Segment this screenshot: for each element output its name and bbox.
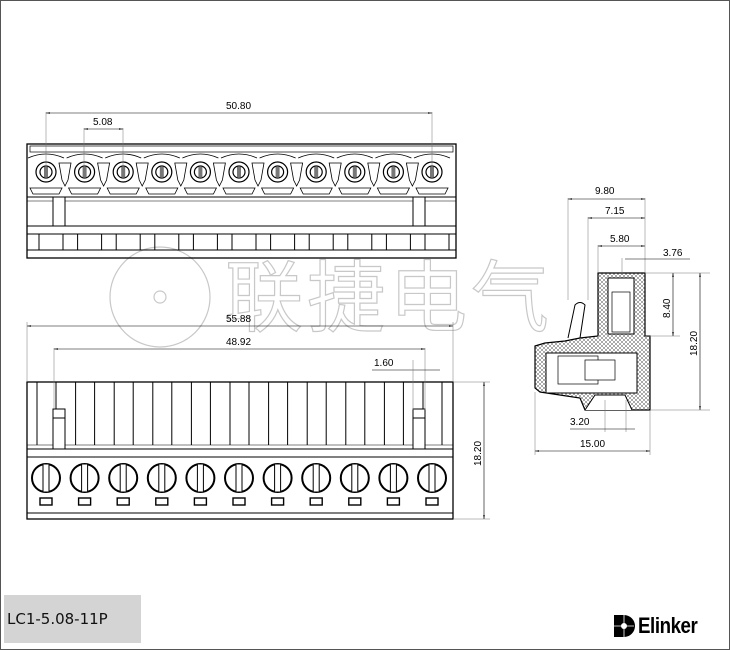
test-port: [116, 497, 130, 506]
separator: [290, 162, 304, 187]
contact-icon: [44, 167, 48, 177]
separator: [58, 162, 72, 187]
dim-pitch-span: 50.80: [226, 101, 251, 112]
screw-slot-icon: [235, 463, 243, 493]
test-port: [425, 497, 439, 506]
screw-slot-icon: [351, 463, 359, 493]
test-port: [348, 497, 362, 506]
contact-icon: [121, 167, 126, 177]
dim-bottom-height: 18.20: [473, 441, 484, 466]
dim-latch-span: 48.92: [226, 337, 251, 348]
contact-icon: [275, 167, 280, 177]
brand-name: Elinker: [638, 613, 698, 638]
dim-total-length: 55.88: [226, 314, 251, 325]
screw-slot-icon: [312, 463, 320, 493]
dim-side-3-76: 3.76: [663, 248, 683, 259]
housing-arc: [220, 153, 258, 159]
brand-logo-icon: [614, 615, 635, 637]
contact-icon: [430, 167, 434, 177]
watermark: 联捷电气: [109, 246, 553, 348]
test-port: [386, 497, 401, 506]
part-number-label: LC1-5.08-11P: [4, 595, 141, 643]
separator: [97, 162, 111, 187]
side-view: 9.80 7.15 5.80 3.76 8.40 18.20 3.20 15.0…: [534, 186, 710, 455]
screw-slot-icon: [389, 463, 397, 493]
separator: [212, 162, 226, 187]
brand-logo: Elinker: [612, 613, 708, 639]
dim-side-3-20: 3.20: [570, 417, 590, 428]
release-slot: [415, 187, 449, 195]
housing-arc: [375, 153, 412, 159]
housing-arc: [298, 153, 335, 159]
release-slot: [222, 187, 256, 195]
test-port: [232, 497, 246, 506]
dim-side-15-00: 15.00: [580, 439, 605, 450]
front-view: 50.80 5.08: [26, 101, 457, 259]
contact-icon: [82, 167, 87, 177]
screw-slot-icon: [158, 463, 166, 493]
screw-slot-icon: [42, 463, 50, 493]
separator: [174, 162, 188, 187]
housing-arc: [336, 153, 373, 159]
contact-icon: [352, 167, 357, 177]
housing-arc: [259, 153, 296, 159]
release-slot: [376, 187, 411, 195]
contact-icon: [237, 167, 241, 177]
screw-slot-icon: [119, 463, 127, 493]
separator: [328, 162, 342, 187]
separator: [405, 162, 419, 187]
contact-icon: [198, 167, 203, 177]
housing-arc: [182, 153, 219, 159]
release-slot: [260, 187, 295, 195]
contact-icon: [159, 167, 164, 177]
dim-pitch: 5.08: [93, 117, 113, 128]
separator: [367, 162, 381, 187]
release-slot: [106, 187, 140, 195]
release-slot: [29, 187, 63, 195]
release-slot: [299, 187, 333, 195]
housing-arc: [66, 153, 103, 159]
test-port: [270, 497, 285, 506]
contact-icon: [391, 167, 396, 177]
screw-slot-icon: [196, 463, 204, 493]
test-port: [155, 497, 169, 506]
separator: [251, 162, 265, 187]
housing-arc: [143, 153, 180, 159]
test-port: [309, 497, 323, 506]
test-port: [39, 497, 53, 506]
test-port: [77, 497, 92, 506]
screw-slot-icon: [428, 463, 436, 493]
release-slot: [67, 187, 102, 195]
contact-icon: [314, 167, 319, 177]
dim-side-5-80: 5.80: [610, 234, 630, 245]
screw-slot-icon: [81, 463, 89, 493]
separator: [135, 162, 149, 187]
dim-side-9-80: 9.80: [595, 186, 615, 197]
bottom-view: 55.88 48.92 1.60 18.20: [26, 314, 490, 520]
release-slot: [145, 187, 179, 195]
dim-latch-width: 1.60: [374, 358, 394, 369]
screw-slot-icon: [274, 463, 282, 493]
dim-side-18-20: 18.20: [689, 331, 700, 356]
dim-side-8-40: 8.40: [662, 298, 673, 318]
release-slot: [183, 187, 218, 195]
test-port: [193, 497, 208, 506]
release-slot: [338, 187, 372, 195]
watermark-text: 联捷电气: [225, 254, 553, 344]
dim-side-7-15: 7.15: [605, 206, 625, 217]
